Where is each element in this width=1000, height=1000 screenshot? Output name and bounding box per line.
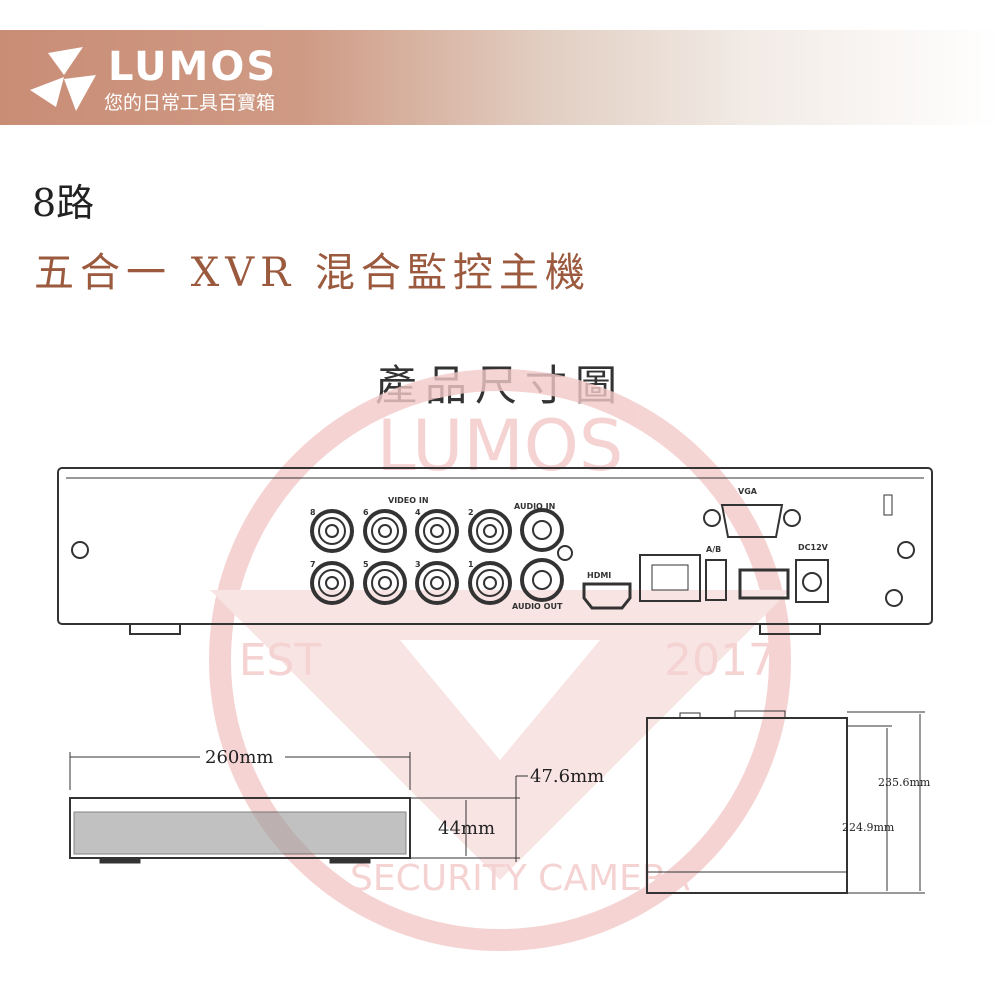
bnc-connector (363, 509, 407, 553)
label-audio-in: AUDIO IN (514, 502, 555, 511)
bnc-connector (363, 561, 407, 605)
bnc-connector (430, 524, 444, 538)
watermark-est: EST (239, 635, 322, 686)
label-rs485: A/B (706, 545, 721, 554)
rear-panel (57, 467, 933, 635)
bnc-connector (371, 517, 399, 545)
video-channel-label: 7 (310, 560, 316, 569)
rear-panel-labels: VIDEO IN AUDIO IN AUDIO OUT VGA HDMI A/B… (310, 487, 829, 611)
brand-name: LUMOS (108, 44, 278, 90)
label-hdmi: HDMI (587, 571, 611, 580)
watermark-text: LUMOS (377, 405, 624, 487)
bnc-connector (318, 517, 346, 545)
dimension-height-with-feet: 47.6mm (530, 766, 604, 787)
bnc-connector (483, 576, 497, 590)
label-audio-out: AUDIO OUT (512, 602, 563, 611)
bnc-connector (415, 561, 459, 605)
bnc-connector (325, 524, 339, 538)
dimension-depth-total: 235.6mm (878, 776, 931, 789)
bnc-connector (430, 576, 444, 590)
watermark-subtitle: SECURITY CAMERA (350, 858, 690, 899)
label-power: DC12V (798, 543, 829, 552)
dimension-height: 44mm (438, 818, 495, 839)
video-channel-label: 2 (468, 508, 474, 517)
video-channel-label: 1 (468, 560, 474, 569)
channel-count: 8路 (32, 181, 95, 225)
bnc-connector (483, 524, 497, 538)
label-vga: VGA (738, 487, 758, 496)
bnc-connector (378, 576, 392, 590)
watermark: LUMOS EST 2017 SECURITY CAMERA (209, 369, 791, 951)
bnc-connector (310, 509, 354, 553)
bnc-connector (371, 569, 399, 597)
bnc-connector (415, 509, 459, 553)
video-channel-label: 4 (415, 508, 421, 517)
bnc-connector (476, 517, 504, 545)
video-channel-label: 5 (363, 560, 369, 569)
front-view (69, 752, 528, 864)
bnc-connector (468, 561, 512, 605)
video-channel-label: 3 (415, 560, 421, 569)
header-banner: LUMOS 您的日常工具百寶箱 (0, 30, 1000, 125)
product-title: 五合一 XVR 混合監控主機 (34, 250, 591, 296)
bnc-connector (310, 561, 354, 605)
bnc-connector (423, 517, 451, 545)
side-view (646, 710, 925, 894)
brand-slogan: 您的日常工具百寶箱 (104, 92, 276, 114)
video-channel-label: 6 (363, 508, 369, 517)
bnc-connector (378, 524, 392, 538)
bnc-connector (468, 509, 512, 553)
bnc-connector (325, 576, 339, 590)
bnc-connector (476, 569, 504, 597)
bnc-connector (423, 569, 451, 597)
dimension-depth-body: 224.9mm (842, 821, 895, 834)
label-video-in: VIDEO IN (388, 496, 429, 505)
dimension-width: 260mm (205, 747, 274, 768)
bnc-connector (318, 569, 346, 597)
lumos-logo-icon (30, 47, 96, 111)
watermark-year: 2017 (664, 635, 776, 686)
video-channel-label: 8 (310, 508, 316, 517)
